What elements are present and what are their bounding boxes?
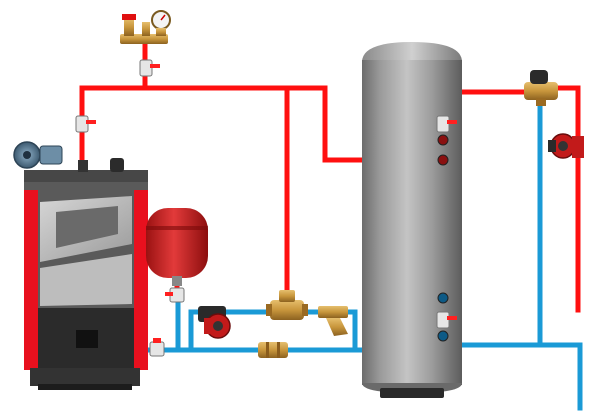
ball-valve-boiler-return [149, 338, 165, 357]
three-way-mixing-valve [524, 70, 558, 106]
boiler-side-panel-right [134, 190, 148, 370]
strainer-leg [326, 318, 348, 336]
boiler-flow-outlet [78, 160, 88, 172]
pressure-gauge-stem [156, 28, 166, 36]
heating-return-pipe [440, 342, 583, 411]
thermo-valve-top-port [279, 290, 295, 302]
fan-motor [39, 145, 63, 165]
mixing-valve-actuator [530, 70, 548, 84]
safety-group-manifold [120, 34, 168, 44]
pump-motor-heating [548, 140, 556, 152]
safety-relief-valve [124, 18, 134, 36]
circulation-pump-boiler [198, 306, 231, 339]
boiler-ash-door [40, 254, 132, 306]
ball-valves [75, 59, 457, 357]
boiler-side-panel-left [24, 190, 38, 370]
tank-port-lower [437, 330, 449, 342]
pump-hub-heating [558, 141, 568, 151]
ball-valve-tank-lower [436, 311, 457, 329]
safety-relief-cap [122, 14, 136, 20]
air-vent-valve [142, 22, 150, 36]
boiler-blower-fan [13, 141, 63, 169]
tank-port-upper [437, 134, 449, 146]
tank-top-dome [362, 42, 462, 62]
boiler-door-window [56, 206, 118, 248]
pump-flange-boiler [204, 318, 212, 334]
ball-valve-boiler-flow [75, 115, 96, 133]
check-valve-ring-2 [277, 342, 280, 358]
tank-body [362, 60, 462, 385]
boiler-thermostat [110, 158, 124, 172]
boiler-top-cap [24, 170, 148, 182]
pump-flange-heating [572, 136, 584, 158]
check-valve [258, 342, 288, 358]
expansion-tank-seam [146, 226, 208, 230]
expansion-tank-fitting [172, 276, 182, 286]
check-valve-ring-1 [266, 342, 269, 358]
thermo-valve-body [270, 300, 304, 320]
pressure-gauge-needle [160, 14, 166, 21]
tank-port-cold-out [437, 292, 449, 304]
thermo-valve-right-port [302, 304, 308, 316]
pump-hub-boiler [213, 321, 223, 331]
boiler-base [30, 368, 140, 386]
safety-group [120, 10, 171, 44]
heating-supply-pipe [553, 85, 581, 313]
boiler-air-inlet [76, 330, 98, 348]
expansion-tank-body [146, 208, 208, 278]
boiler-feet [38, 384, 132, 390]
expansion-tank [146, 208, 208, 286]
hot-water-storage-tank [362, 42, 462, 398]
fan-hub [23, 151, 31, 159]
three-way-thermostatic-valve [266, 290, 308, 320]
solid-fuel-boiler [24, 158, 148, 390]
thermo-valve-left-port [266, 304, 272, 316]
mixing-valve-body [524, 82, 558, 100]
y-strainer [318, 306, 348, 336]
check-valve-body [258, 342, 288, 358]
tank-base [380, 388, 444, 398]
strainer-body [318, 306, 348, 318]
ball-valve-tank-upper [436, 115, 457, 133]
ball-valve-safety [139, 59, 160, 77]
tank-port-hot-in [437, 154, 449, 166]
circulation-pump-heating [548, 133, 584, 159]
mixing-valve-bottom-port [536, 98, 546, 106]
ball-valve-expansion [165, 287, 185, 303]
